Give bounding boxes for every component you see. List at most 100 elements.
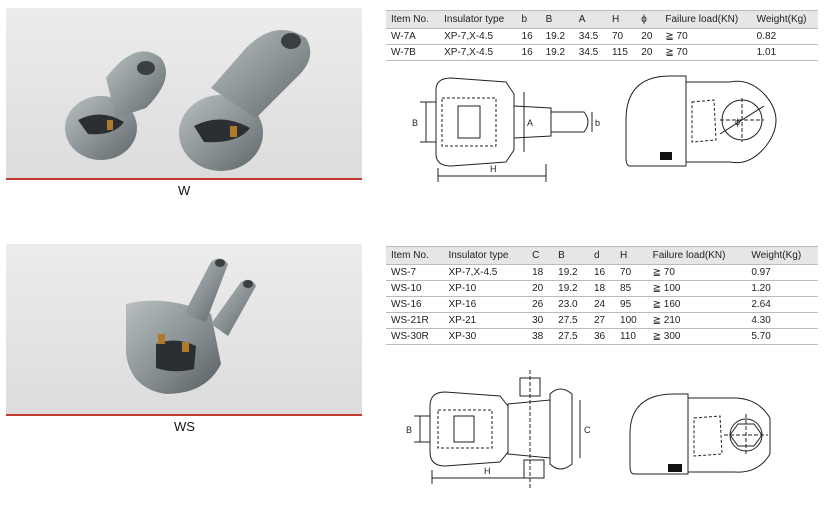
col-header-failure-load: Failure load(KN)	[647, 246, 747, 265]
table-cell: 1.20	[746, 280, 818, 297]
w-product-photo	[6, 8, 362, 180]
ws-product-photo	[6, 244, 362, 416]
table-cell: WS-16	[386, 296, 444, 313]
table-cell: WS-7	[386, 264, 444, 281]
table-cell: XP-21	[443, 312, 528, 329]
col-header-b-small: b	[516, 10, 541, 29]
col-header-insulator-type: Insulator type	[443, 246, 528, 265]
w-dim-label-H: H	[490, 164, 497, 174]
table-cell: 30	[527, 312, 554, 329]
col-header-item-no: Item No.	[386, 246, 444, 265]
ws-spec-header-row: Item No. Insulator type C B d H Failure …	[386, 246, 818, 265]
table-cell: XP-7,X-4.5	[439, 44, 517, 61]
table-cell: 70	[615, 264, 648, 281]
table-cell: 85	[615, 280, 648, 297]
w-dimension-drawing-side: B A b H	[412, 77, 600, 182]
col-header-b: B	[553, 246, 589, 265]
table-cell: 95	[615, 296, 648, 313]
w-marker-block	[660, 152, 672, 160]
col-header-d: d	[589, 246, 616, 265]
w-dim-label-A: A	[527, 118, 533, 128]
table-cell: 34.5	[573, 28, 607, 45]
table-cell: ≧ 70	[660, 44, 752, 61]
table-cell: 20	[636, 28, 661, 45]
col-header-b: B	[540, 10, 574, 29]
table-cell: 70	[606, 28, 637, 45]
table-cell: ≧ 70	[660, 28, 752, 45]
table-cell: 20	[636, 44, 661, 61]
table-row: WS-30R XP-30 38 27.5 36 110 ≧ 300 5.70	[386, 328, 818, 345]
w-socket-eye-image	[65, 30, 311, 171]
table-cell: 18	[589, 280, 616, 297]
table-cell: 4.30	[746, 312, 818, 329]
table-cell: WS-21R	[386, 312, 444, 329]
table-cell: 26	[527, 296, 554, 313]
table-cell: 24	[589, 296, 616, 313]
ws-dimension-drawing-front	[629, 393, 771, 475]
col-header-weight: Weight(Kg)	[751, 10, 818, 29]
table-cell: 19.2	[540, 44, 574, 61]
table-cell: 20	[527, 280, 554, 297]
table-cell: 16	[516, 28, 541, 45]
table-cell: ≧ 100	[647, 280, 747, 297]
table-cell: 16	[516, 44, 541, 61]
table-cell: XP-10	[443, 280, 528, 297]
table-cell: 27	[589, 312, 616, 329]
table-cell: 19.2	[553, 264, 589, 281]
table-cell: 5.70	[746, 328, 818, 345]
ws-caption: WS	[174, 419, 195, 434]
ws-marker-block	[668, 464, 682, 472]
table-cell: 19.2	[540, 28, 574, 45]
table-cell: 2.64	[746, 296, 818, 313]
table-cell: ≧ 70	[647, 264, 747, 281]
table-cell: WS-30R	[386, 328, 444, 345]
table-row: W-7B XP-7,X-4.5 16 19.2 34.5 115 20 ≧ 70…	[386, 44, 818, 61]
table-cell: 27.5	[553, 312, 589, 329]
table-cell: ≧ 210	[647, 312, 747, 329]
ws-dim-label-B: B	[406, 425, 412, 435]
w-spec-table: Item No. Insulator type b B A H ϕ Failur…	[386, 10, 818, 61]
col-header-weight: Weight(Kg)	[746, 246, 818, 265]
col-header-item-no: Item No.	[386, 10, 440, 29]
col-header-failure-load: Failure load(KN)	[660, 10, 752, 29]
table-cell: XP-7,X-4.5	[439, 28, 517, 45]
table-cell: 110	[615, 328, 648, 345]
ws-dim-label-C: C	[584, 425, 591, 435]
col-header-h: H	[606, 10, 637, 29]
table-cell: 0.82	[751, 28, 818, 45]
table-cell: 36	[589, 328, 616, 345]
col-header-h: H	[615, 246, 648, 265]
table-cell: XP-16	[443, 296, 528, 313]
table-cell: 0.97	[746, 264, 818, 281]
table-row: WS-21R XP-21 30 27.5 27 100 ≧ 210 4.30	[386, 312, 818, 329]
table-row: WS-10 XP-10 20 19.2 18 85 ≧ 100 1.20	[386, 280, 818, 297]
w-dim-label-phi: ϕ	[735, 117, 740, 127]
ws-dimension-drawing-side: B C H	[406, 370, 591, 488]
table-cell: 34.5	[573, 44, 607, 61]
table-cell: W-7A	[386, 28, 440, 45]
ws-socket-clevis-image	[126, 258, 256, 394]
table-cell: 1.01	[751, 44, 818, 61]
table-cell: 115	[606, 44, 637, 61]
table-row: W-7A XP-7,X-4.5 16 19.2 34.5 70 20 ≧ 70 …	[386, 28, 818, 45]
table-cell: W-7B	[386, 44, 440, 61]
table-cell: XP-7,X-4.5	[443, 264, 528, 281]
table-cell: 16	[589, 264, 616, 281]
table-cell: WS-10	[386, 280, 444, 297]
table-cell: ≧ 160	[647, 296, 747, 313]
w-dim-label-b: b	[595, 118, 600, 128]
w-dim-label-B: B	[412, 118, 418, 128]
table-cell: 38	[527, 328, 554, 345]
table-cell: 18	[527, 264, 554, 281]
table-cell: 19.2	[553, 280, 589, 297]
table-cell: 100	[615, 312, 648, 329]
table-cell: 23.0	[553, 296, 589, 313]
table-cell: ≧ 300	[647, 328, 747, 345]
col-header-insulator-type: Insulator type	[439, 10, 517, 29]
col-header-c: C	[527, 246, 554, 265]
ws-spec-table: Item No. Insulator type C B d H Failure …	[386, 246, 818, 345]
table-row: WS-7 XP-7,X-4.5 18 19.2 16 70 ≧ 70 0.97	[386, 264, 818, 281]
w-dimension-drawing-front: ϕ	[625, 75, 777, 167]
table-cell: XP-30	[443, 328, 528, 345]
col-header-a: A	[573, 10, 607, 29]
